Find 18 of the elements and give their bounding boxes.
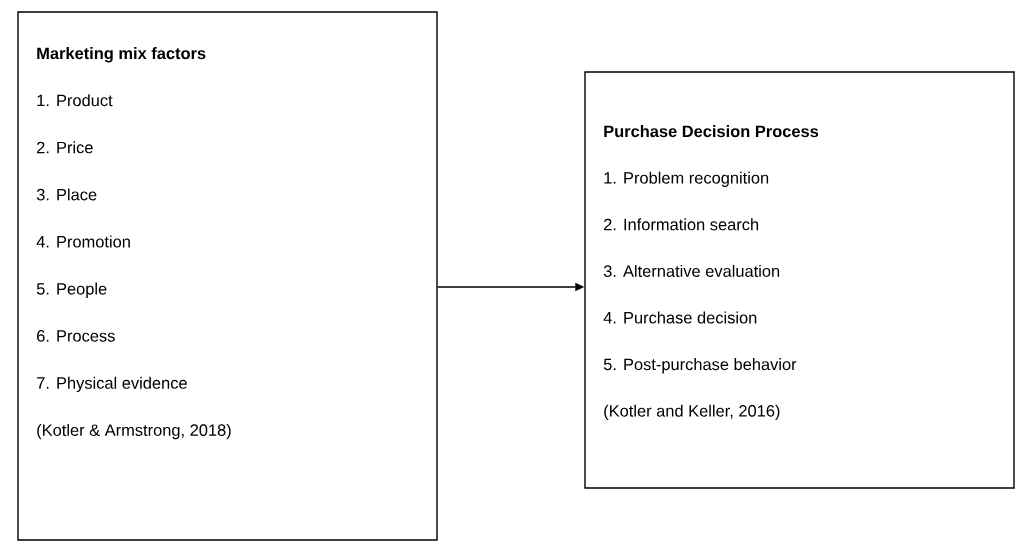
list-item: 2. Price	[37, 141, 93, 154]
list-item: 4. Purchase decision	[603, 311, 757, 324]
list-item: 7. Physical evidence	[37, 376, 187, 393]
list-item: 5. Post-purchase behavior	[603, 358, 797, 374]
list-item: (Kotler & Armstrong, 2018)	[37, 423, 231, 440]
list-item: 4. Promotion	[36, 235, 130, 248]
box-heading: Marketing mix factors	[37, 47, 206, 63]
list-box	[584, 71, 1015, 489]
box-heading: Purchase Decision Process	[604, 125, 819, 138]
list-item: 5. People	[36, 282, 107, 298]
list-item: 6. Process	[37, 330, 115, 342]
list-item: 1. Problem recognition	[604, 171, 769, 187]
list-item: 3. Alternative evaluation	[603, 264, 780, 277]
list-box	[17, 11, 438, 541]
list-item: 1. Product	[37, 94, 113, 107]
list-item: (Kotler and Keller, 2016)	[604, 404, 780, 420]
list-item: 3. Place	[36, 188, 97, 201]
list-item: 2. Information search	[604, 218, 759, 231]
